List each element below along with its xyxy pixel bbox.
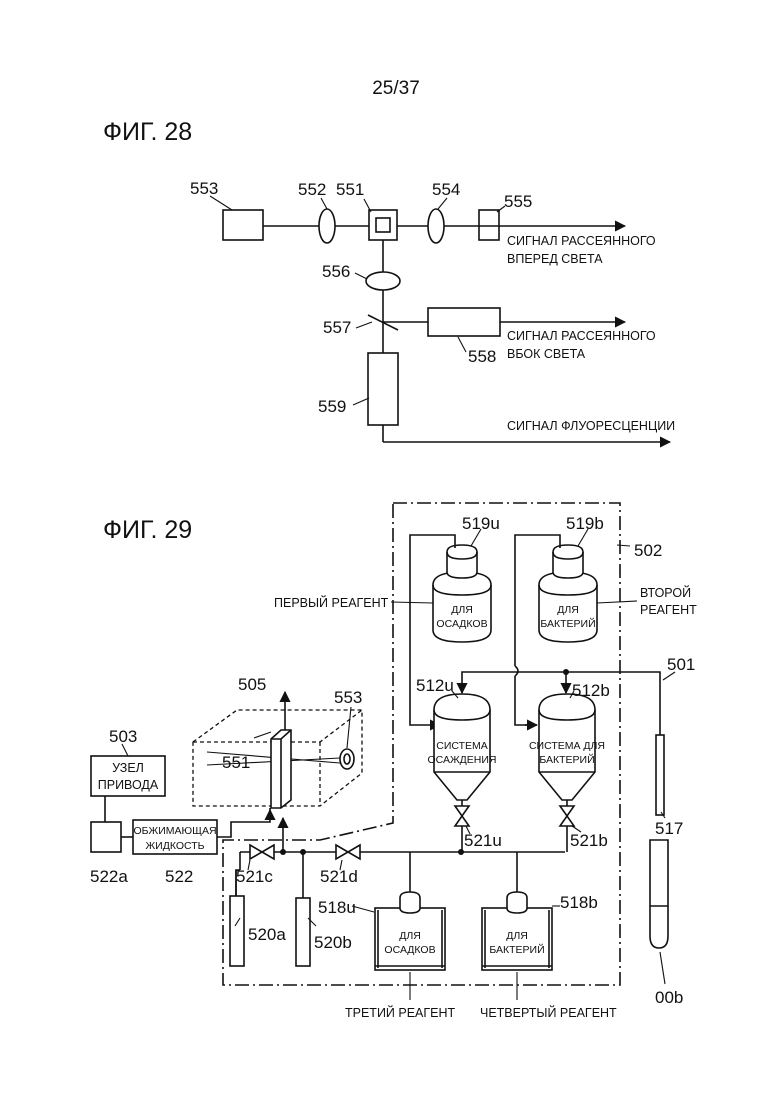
ref-556: 556: [322, 262, 350, 281]
container-518b-label-1: ДЛЯ: [506, 930, 528, 942]
second-reagent-label-1: ВТОРОЙ: [640, 585, 691, 600]
detector-555: [479, 210, 499, 240]
ref-553: 553: [190, 179, 218, 198]
ref-520a: 520a: [248, 925, 286, 944]
container-520b: [296, 898, 310, 966]
ref-552: 552: [298, 180, 326, 199]
container-520a: [230, 896, 244, 966]
ref-521c: 521c: [236, 867, 273, 886]
bacteria-system-label-1: СИСТЕМА ДЛЯ: [529, 740, 605, 752]
settling-system-512u: [434, 694, 490, 852]
ref-518b: 518b: [560, 893, 598, 912]
ref-512u: 512u: [416, 676, 454, 695]
ref-519u: 519u: [462, 514, 500, 533]
first-reagent-label: ПЕРВЫЙ РЕАГЕНТ: [274, 595, 389, 610]
pump-522a: [91, 822, 121, 852]
bacteria-system-label-2: БАКТЕРИЙ: [539, 753, 594, 766]
ref-505: 505: [238, 675, 266, 694]
ref-551-b: 551: [222, 753, 250, 772]
valve-521b: [560, 806, 574, 826]
ref-519b: 519b: [566, 514, 604, 533]
container-518u-label-1: ДЛЯ: [399, 930, 421, 942]
detector-558: [428, 308, 500, 336]
fig28-title: ФИГ. 28: [103, 118, 192, 146]
ref-501: 501: [667, 655, 695, 674]
forward-signal-label-2: ВПЕРЕД СВЕТА: [507, 252, 603, 266]
valve-521u: [455, 806, 469, 826]
bottle-519u-label-2: ОСАДКОВ: [436, 618, 487, 630]
settling-system-label-1: СИСТЕМА: [436, 740, 488, 752]
ref-557: 557: [323, 318, 351, 337]
container-518u-label-2: ОСАДКОВ: [384, 944, 435, 956]
drive-unit-label-2: ПРИВОДА: [98, 778, 159, 792]
valve-521c: [250, 845, 274, 859]
ref-551: 551: [336, 180, 364, 199]
ref-553-b: 553: [334, 688, 362, 707]
lens-554: [428, 209, 444, 243]
bottle-519b-label-2: БАКТЕРИЙ: [540, 617, 595, 630]
third-reagent-label: ТРЕТИЙ РЕАГЕНТ: [345, 1005, 456, 1020]
ref-517: 517: [655, 819, 683, 838]
sample-pipe-501: [462, 672, 660, 692]
sheath-fluid-label-2: ЖИДКОСТЬ: [145, 840, 204, 852]
fig28-optical-system: [210, 196, 670, 442]
ref-521b: 521b: [570, 831, 608, 850]
container-518b-label-2: БАКТЕРИЙ: [489, 943, 544, 956]
ref-503: 503: [109, 727, 137, 746]
lens-552: [319, 209, 335, 243]
settling-system-label-2: ОСАЖДЕНИЯ: [427, 754, 496, 766]
fourth-reagent-label: ЧЕТВЕРТЫЙ РЕАГЕНТ: [480, 1005, 617, 1020]
bottle-519u-label-1: ДЛЯ: [451, 604, 473, 616]
valve-521d: [336, 845, 360, 859]
side-signal-label-2: ВБОК СВЕТА: [507, 347, 586, 361]
bottle-519b-label-1: ДЛЯ: [557, 604, 579, 616]
nozzle-517: [656, 735, 664, 815]
fig29-title: ФИГ. 29: [103, 516, 192, 544]
second-reagent-label-2: РЕАГЕНТ: [640, 603, 697, 617]
side-signal-label-1: СИГНАЛ РАССЕЯННОГО: [507, 329, 656, 343]
page-number: 25/37: [372, 78, 420, 99]
ref-512b: 512b: [572, 681, 610, 700]
ref-554: 554: [432, 180, 460, 199]
ref-521u: 521u: [464, 831, 502, 850]
ref-00b: 00b: [655, 988, 683, 1007]
ref-520b: 520b: [314, 933, 352, 952]
forward-signal-label-1: СИГНАЛ РАССЕЯННОГО: [507, 234, 656, 248]
ref-522a: 522a: [90, 867, 128, 886]
sheath-fluid-line: [217, 808, 270, 837]
ref-518u: 518u: [318, 898, 356, 917]
test-tube-00b: [650, 840, 668, 948]
ref-502: 502: [634, 541, 662, 560]
ref-521d: 521d: [320, 867, 358, 886]
light-source-553: [340, 749, 354, 769]
lens-556: [366, 272, 400, 290]
fluorescence-signal-label: СИГНАЛ ФЛУОРЕСЦЕНЦИИ: [507, 419, 675, 433]
light-source-553: [223, 210, 263, 240]
ref-555: 555: [504, 192, 532, 211]
sheath-fluid-label-1: ОБЖИМАЮЩАЯ: [133, 825, 216, 837]
ref-522: 522: [165, 867, 193, 886]
ref-558: 558: [468, 347, 496, 366]
drive-unit-label-1: УЗЕЛ: [112, 761, 144, 775]
bacteria-system-512b: [539, 694, 595, 852]
flow-cell-551: [369, 210, 397, 240]
detector-559: [368, 353, 398, 425]
ref-559: 559: [318, 397, 346, 416]
